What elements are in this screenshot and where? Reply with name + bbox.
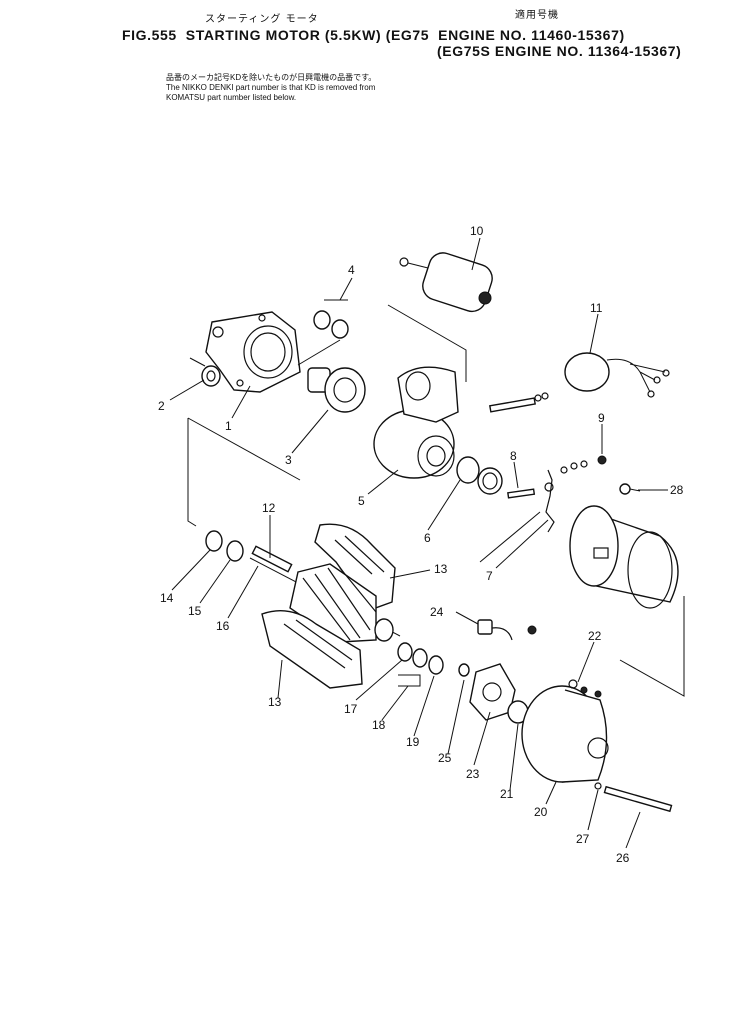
washer-pair-left-part	[205, 530, 244, 562]
callout-15: 15	[188, 604, 202, 618]
callout-25: 25	[438, 751, 452, 765]
yoke-part	[569, 505, 679, 609]
callout-12: 12	[262, 501, 276, 515]
callout-13-upper: 13	[434, 562, 448, 576]
figure-title: STARTING MOTOR (5.5KW)	[185, 27, 382, 43]
callout-23: 23	[466, 767, 480, 781]
nut-series-part	[560, 455, 607, 474]
part-number-note: 品番のメーカ記号KDを除いたものが日興電機の品番です。 The NIKKO DE…	[166, 73, 376, 103]
callout-14: 14	[160, 591, 174, 605]
drive-housing-part	[205, 311, 301, 393]
callout-7: 7	[486, 569, 493, 583]
callout-2: 2	[158, 399, 165, 413]
callout-3: 3	[285, 453, 292, 467]
note-japanese: 品番のメーカ記号KDを除いたものが日興電機の品番です。	[166, 73, 377, 82]
rear-cover-part	[521, 679, 609, 783]
washer-series-right-part	[397, 642, 470, 677]
assembly-guide-lines	[187, 299, 685, 697]
callout-5: 5	[358, 494, 365, 508]
callout-28: 28	[670, 483, 684, 497]
screw-part	[619, 483, 641, 495]
callout-19: 19	[406, 735, 420, 749]
callout-10: 10	[470, 224, 484, 238]
callout-21: 21	[500, 787, 514, 801]
figure-title-line: FIG.555 STARTING MOTOR (5.5KW) (EG75 ENG…	[122, 27, 625, 43]
relay-part	[564, 352, 670, 398]
bolt-part	[489, 392, 549, 413]
engine-range-2: (EG75S ENGINE NO. 11364-15367)	[437, 43, 682, 59]
callout-27: 27	[576, 832, 590, 846]
figure-header: スターティング モータ 適用号機 FIG.555 STARTING MOTOR …	[0, 0, 730, 60]
note-english-1: The NIKKO DENKI part number is that KD i…	[166, 83, 376, 92]
callout-4: 4	[348, 263, 355, 277]
callout-26: 26	[616, 851, 630, 865]
lead-wire-part	[544, 469, 555, 533]
callout-20: 20	[534, 805, 548, 819]
callout-9: 9	[598, 411, 605, 425]
callout-13-lower: 13	[268, 695, 282, 709]
callout-16: 16	[216, 619, 230, 633]
callout-17: 17	[344, 702, 358, 716]
callout-6: 6	[424, 531, 431, 545]
callout-11: 11	[590, 301, 603, 315]
sleeve-part	[456, 456, 503, 495]
callout-leader-lines	[169, 237, 668, 849]
gear-case-part	[373, 366, 459, 479]
callout-numbers: 1 2 3 4 5 6 7 8 9 10 11 12 13 13 14 15 1…	[158, 224, 684, 865]
note-english-2: KOMATSU part number listed below.	[166, 93, 297, 102]
callout-8: 8	[510, 449, 517, 463]
callout-18: 18	[372, 718, 386, 732]
field-coil-lower-part	[261, 610, 363, 689]
callout-24: 24	[430, 605, 444, 619]
magnetic-switch-part	[399, 252, 493, 313]
japanese-title: スターティング モータ	[205, 14, 319, 25]
brush-part	[477, 619, 537, 641]
engine-range-1: (EG75 ENGINE NO. 11460-15367)	[385, 27, 625, 43]
pinion-clutch-part	[307, 367, 366, 413]
terminal-bolt-part	[507, 488, 536, 499]
callout-22: 22	[588, 629, 602, 643]
bush-pair-part	[313, 310, 349, 339]
japanese-applicable-label: 適用号機	[515, 10, 559, 21]
callout-1: 1	[225, 419, 232, 433]
figure-number: FIG.555	[122, 27, 177, 43]
through-bolt-part	[594, 782, 673, 813]
bushing-part	[201, 365, 221, 387]
